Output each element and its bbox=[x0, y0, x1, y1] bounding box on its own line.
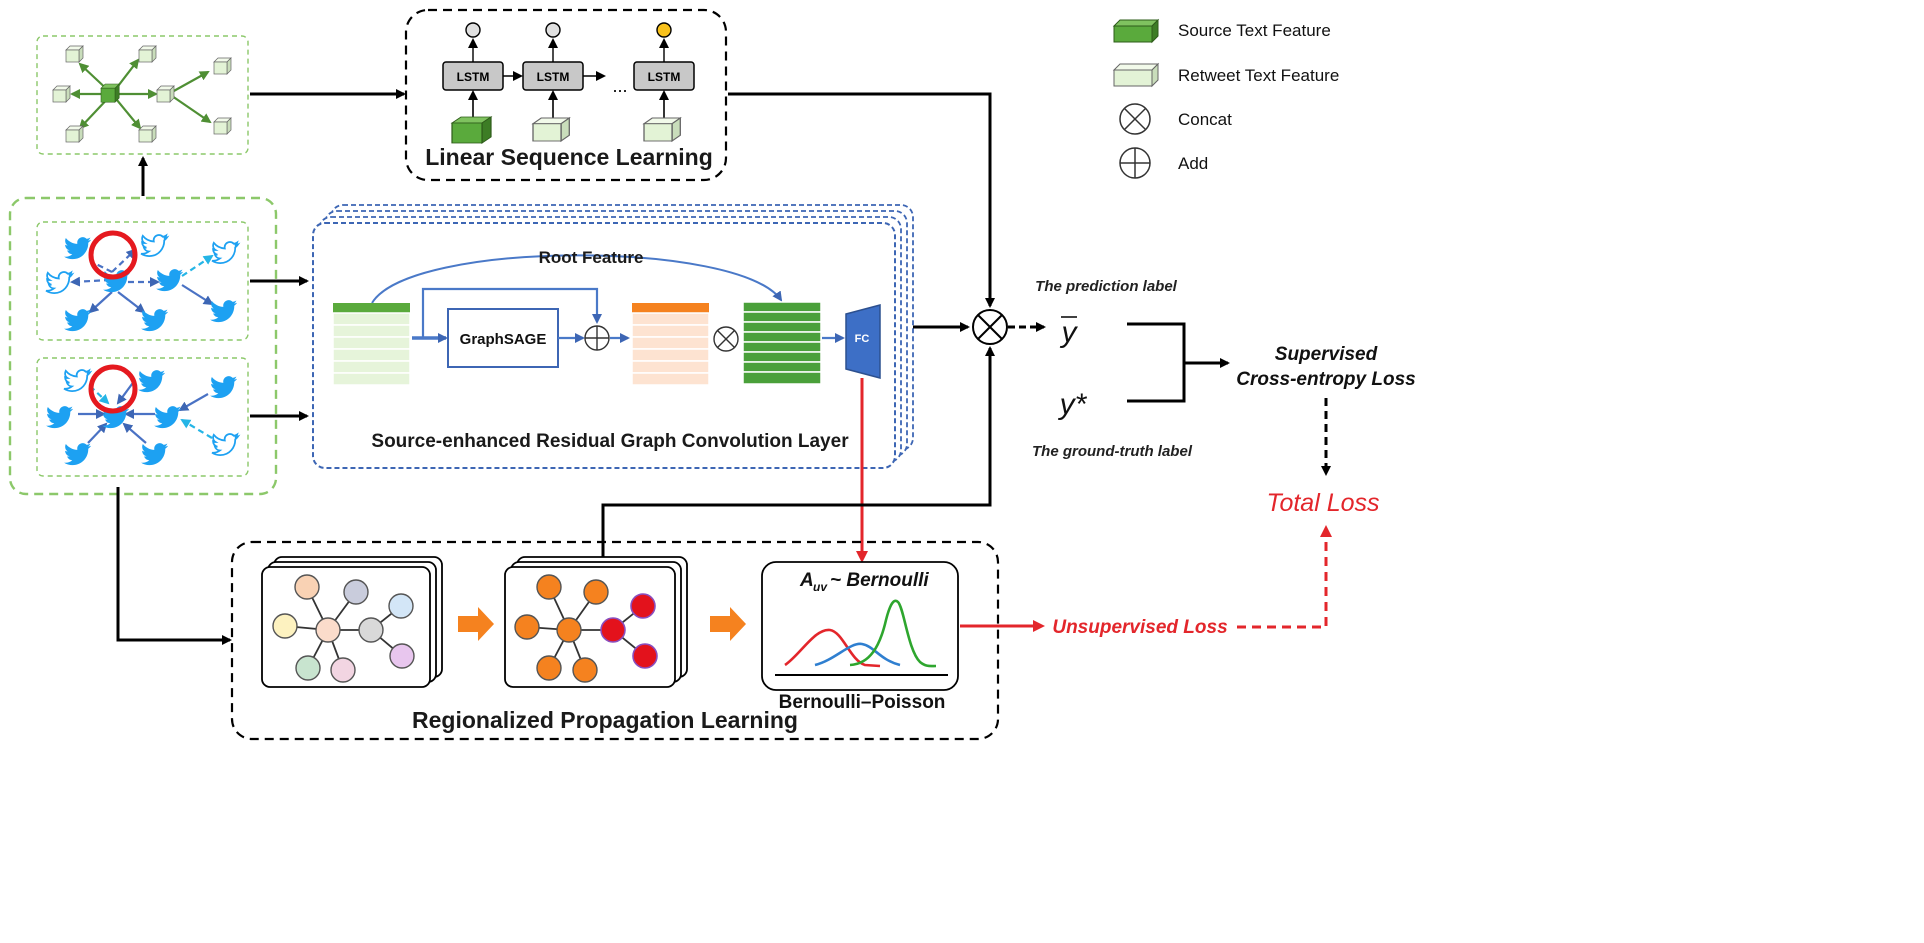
lstm-cell-1-label: LSTM bbox=[457, 70, 490, 84]
arrow-unsupervised-to-total bbox=[1237, 525, 1332, 629]
prediction-label-caption: The prediction label bbox=[1035, 278, 1178, 295]
fc-label: FC bbox=[855, 333, 870, 345]
legend-source-text: Source Text Feature bbox=[1178, 21, 1331, 40]
residual-gcn-title: Source-enhanced Residual Graph Convoluti… bbox=[371, 431, 849, 452]
concat-operator-icon bbox=[713, 326, 739, 352]
lstm-cell-3-label: LSTM bbox=[648, 70, 681, 84]
arrow-regional-to-concat bbox=[601, 346, 995, 558]
orange-arrow-1 bbox=[458, 607, 494, 641]
legend-add: Add bbox=[1178, 154, 1208, 173]
y-star-symbol: y* bbox=[1058, 388, 1088, 421]
comparison-bracket bbox=[1127, 322, 1186, 403]
linear-sequence-block: LSTM LSTM LSTM ... Linear Sequence Learn… bbox=[404, 8, 728, 182]
arrow-input-to-regional bbox=[116, 487, 232, 645]
linear-sequence-title: Linear Sequence Learning bbox=[425, 144, 713, 170]
legend: Source Text Feature Retweet Text Feature… bbox=[1112, 18, 1339, 179]
svg-text:y: y bbox=[1060, 316, 1079, 349]
regional-propagation-title: Regionalized Propagation Learning bbox=[412, 707, 798, 733]
lstm-cell-2-label: LSTM bbox=[537, 70, 570, 84]
legend-retweet-text: Retweet Text Feature bbox=[1178, 66, 1339, 85]
distribution-title-rest: ~ Bernoulli bbox=[830, 570, 929, 591]
root-feature-label: Root Feature bbox=[539, 248, 644, 267]
lstm-ellipsis: ... bbox=[612, 76, 627, 96]
y-bar-symbol: y bbox=[1060, 316, 1079, 349]
legend-concat: Concat bbox=[1178, 110, 1232, 129]
distribution-caption: Bernoulli–Poisson bbox=[779, 692, 946, 713]
graphsage-label: GraphSAGE bbox=[460, 331, 547, 348]
distribution-title-a: A bbox=[799, 570, 814, 591]
regional-propagation-block: A uv ~ Bernoulli Bernoulli–Poisson Regio… bbox=[230, 540, 1000, 741]
ground-truth-caption: The ground-truth label bbox=[1032, 443, 1193, 460]
supervised-loss-line1: Supervised bbox=[1275, 344, 1378, 365]
arrow-lstm-to-concat bbox=[728, 92, 995, 308]
input-propagation-graphs bbox=[8, 196, 278, 496]
supervised-loss-line2: Cross-entropy Loss bbox=[1236, 369, 1415, 390]
add-operator-icon bbox=[584, 325, 610, 351]
add-icon bbox=[1119, 147, 1151, 179]
unsupervised-loss-label: Unsupervised Loss bbox=[1052, 617, 1227, 638]
final-concat-icon bbox=[972, 309, 1008, 345]
concat-icon bbox=[1119, 103, 1151, 135]
residual-gcn-block: Root Feature GraphSAGE bbox=[312, 204, 914, 469]
distribution-title-sub: uv bbox=[813, 580, 828, 594]
total-loss-label: Total Loss bbox=[1266, 489, 1379, 517]
star-graph bbox=[36, 35, 249, 155]
orange-arrow-2 bbox=[710, 607, 746, 641]
